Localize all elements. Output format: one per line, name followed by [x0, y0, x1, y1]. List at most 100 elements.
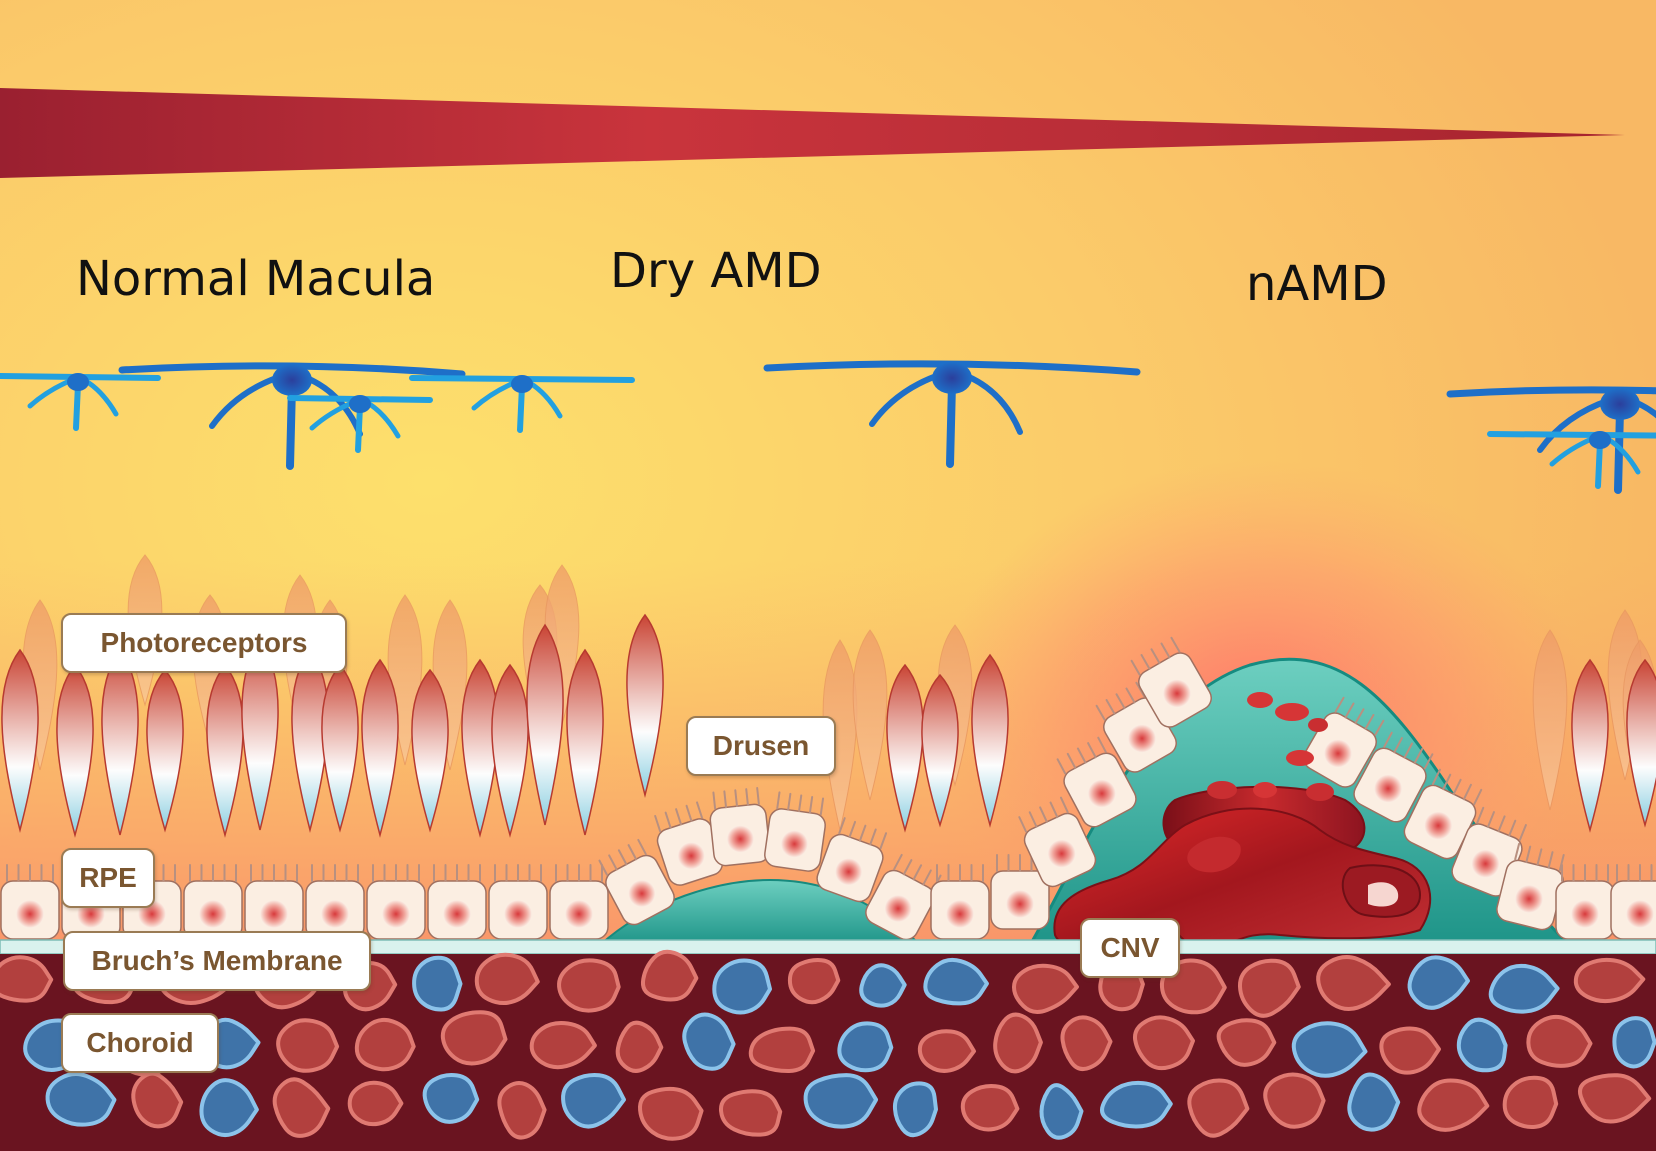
rpe-cell — [1496, 842, 1565, 931]
rpe-cell — [990, 854, 1050, 930]
choroid-vessel — [276, 1018, 340, 1073]
rpe-cell — [0, 864, 60, 940]
choroid-vessel — [1263, 1072, 1326, 1129]
choroid-vessel — [1573, 957, 1646, 1004]
choroid-vessel — [45, 1071, 117, 1127]
choroid-vessel — [1526, 1014, 1593, 1068]
photoreceptor — [491, 663, 529, 838]
stage-title-dry-amd: Dry AMD — [610, 243, 822, 299]
choroid-vessel — [1379, 1026, 1441, 1075]
photoreceptor — [206, 663, 244, 838]
photoreceptor — [321, 663, 359, 833]
photoreceptor — [921, 673, 959, 828]
choroid-vessel — [917, 1029, 976, 1073]
rpe-cell — [1353, 731, 1434, 823]
photoreceptor — [1571, 658, 1609, 833]
choroid-vessel — [347, 1080, 404, 1127]
rpe-cell — [654, 801, 724, 886]
label-photoreceptors: Photoreceptors — [61, 613, 347, 673]
photoreceptor — [566, 648, 604, 836]
choroid-vessel — [422, 1072, 480, 1124]
rpe-cell — [1303, 696, 1385, 788]
photoreceptor — [526, 623, 564, 826]
choroid-vessel — [272, 1077, 331, 1138]
choroid-vessel — [1039, 1083, 1084, 1140]
ganglion-cell-small — [287, 395, 433, 453]
choroid-vessel — [199, 1078, 259, 1138]
label-rpe: RPE — [61, 848, 155, 908]
choroid-vessel — [412, 955, 463, 1012]
choroid-vessel — [615, 1020, 664, 1073]
choroid-vessel — [529, 1020, 597, 1070]
ganglion-cell-small — [409, 375, 635, 433]
choroid-vessel — [561, 1072, 626, 1129]
rpe-cell — [1018, 796, 1097, 888]
ganglion-cell — [763, 360, 1141, 468]
photoreceptor — [101, 648, 139, 836]
choroid-vessel — [557, 958, 621, 1013]
photoreceptor — [241, 638, 279, 831]
photoreceptor — [1532, 629, 1568, 811]
rpe-cell — [549, 864, 609, 940]
choroid-vessel — [1100, 1080, 1173, 1129]
choroid-vessel — [892, 1081, 938, 1138]
choroid-vessel — [1011, 963, 1079, 1014]
choroid-vessel — [859, 963, 907, 1008]
rpe-cell — [1555, 864, 1615, 940]
photoreceptor — [626, 613, 664, 798]
choroid-vessel — [1488, 963, 1560, 1014]
rpe-cell — [1610, 864, 1656, 940]
rpe-cell — [930, 864, 990, 940]
ganglion-cell-small — [0, 373, 161, 431]
choroid-vessel — [787, 958, 841, 1005]
photoreceptor — [361, 658, 399, 838]
choroid-vessel — [682, 1012, 736, 1071]
label-cnv: CNV — [1080, 918, 1180, 978]
rpe-cell — [598, 838, 675, 926]
choroid-vessel — [638, 1086, 704, 1141]
cnv-blood-vessels — [1053, 692, 1432, 950]
rpe-cell — [488, 864, 548, 940]
rpe-cell — [427, 864, 487, 940]
choroid-vessel — [803, 1073, 879, 1129]
photoreceptor — [411, 668, 449, 833]
choroid-vessel — [1237, 958, 1301, 1018]
choroid-vessel — [440, 1010, 508, 1066]
ganglion-cell-small — [1487, 431, 1656, 489]
choroid-vessel — [923, 957, 989, 1006]
choroid-vessel — [1612, 1016, 1656, 1069]
rpe-cell — [305, 864, 365, 940]
photoreceptor — [146, 668, 184, 833]
photoreceptor — [56, 663, 94, 838]
label-bruchs-membrane: Bruch’s Membrane — [63, 931, 371, 991]
choroid-vessel — [748, 1026, 816, 1074]
stage-title-namd: nAMD — [1246, 256, 1388, 312]
choroid-vessel — [1132, 1015, 1195, 1071]
rpe-cell-layer — [0, 636, 1656, 941]
photoreceptor — [852, 629, 888, 801]
choroid-vessel — [837, 1021, 894, 1073]
choroid-vessel — [1216, 1018, 1277, 1067]
photoreceptor-layer — [1, 554, 1656, 838]
rpe-cell — [816, 817, 888, 903]
rpe-cell — [366, 864, 426, 940]
progression-wedge — [0, 88, 1625, 178]
stage-title-normal-macula: Normal Macula — [76, 251, 436, 307]
choroid-vessel — [1407, 955, 1470, 1010]
choroid-vessel — [1060, 1015, 1113, 1071]
choroid-vessel — [474, 952, 540, 1006]
rpe-cell — [1056, 736, 1137, 828]
rpe-cell — [183, 864, 243, 940]
choroid-vessel — [960, 1083, 1020, 1132]
choroid-vessel — [1347, 1072, 1401, 1132]
photoreceptor — [886, 663, 924, 833]
photoreceptor — [1626, 658, 1656, 828]
rpe-cell — [1130, 636, 1212, 728]
choroid-vessel — [131, 1071, 184, 1129]
rpe-cell — [865, 853, 942, 941]
choroid-vessel — [1291, 1021, 1368, 1078]
rpe-cell — [764, 791, 826, 872]
rpe-cell — [709, 786, 771, 867]
choroid-vessel — [719, 1089, 783, 1137]
choroid-vessel — [993, 1012, 1043, 1074]
